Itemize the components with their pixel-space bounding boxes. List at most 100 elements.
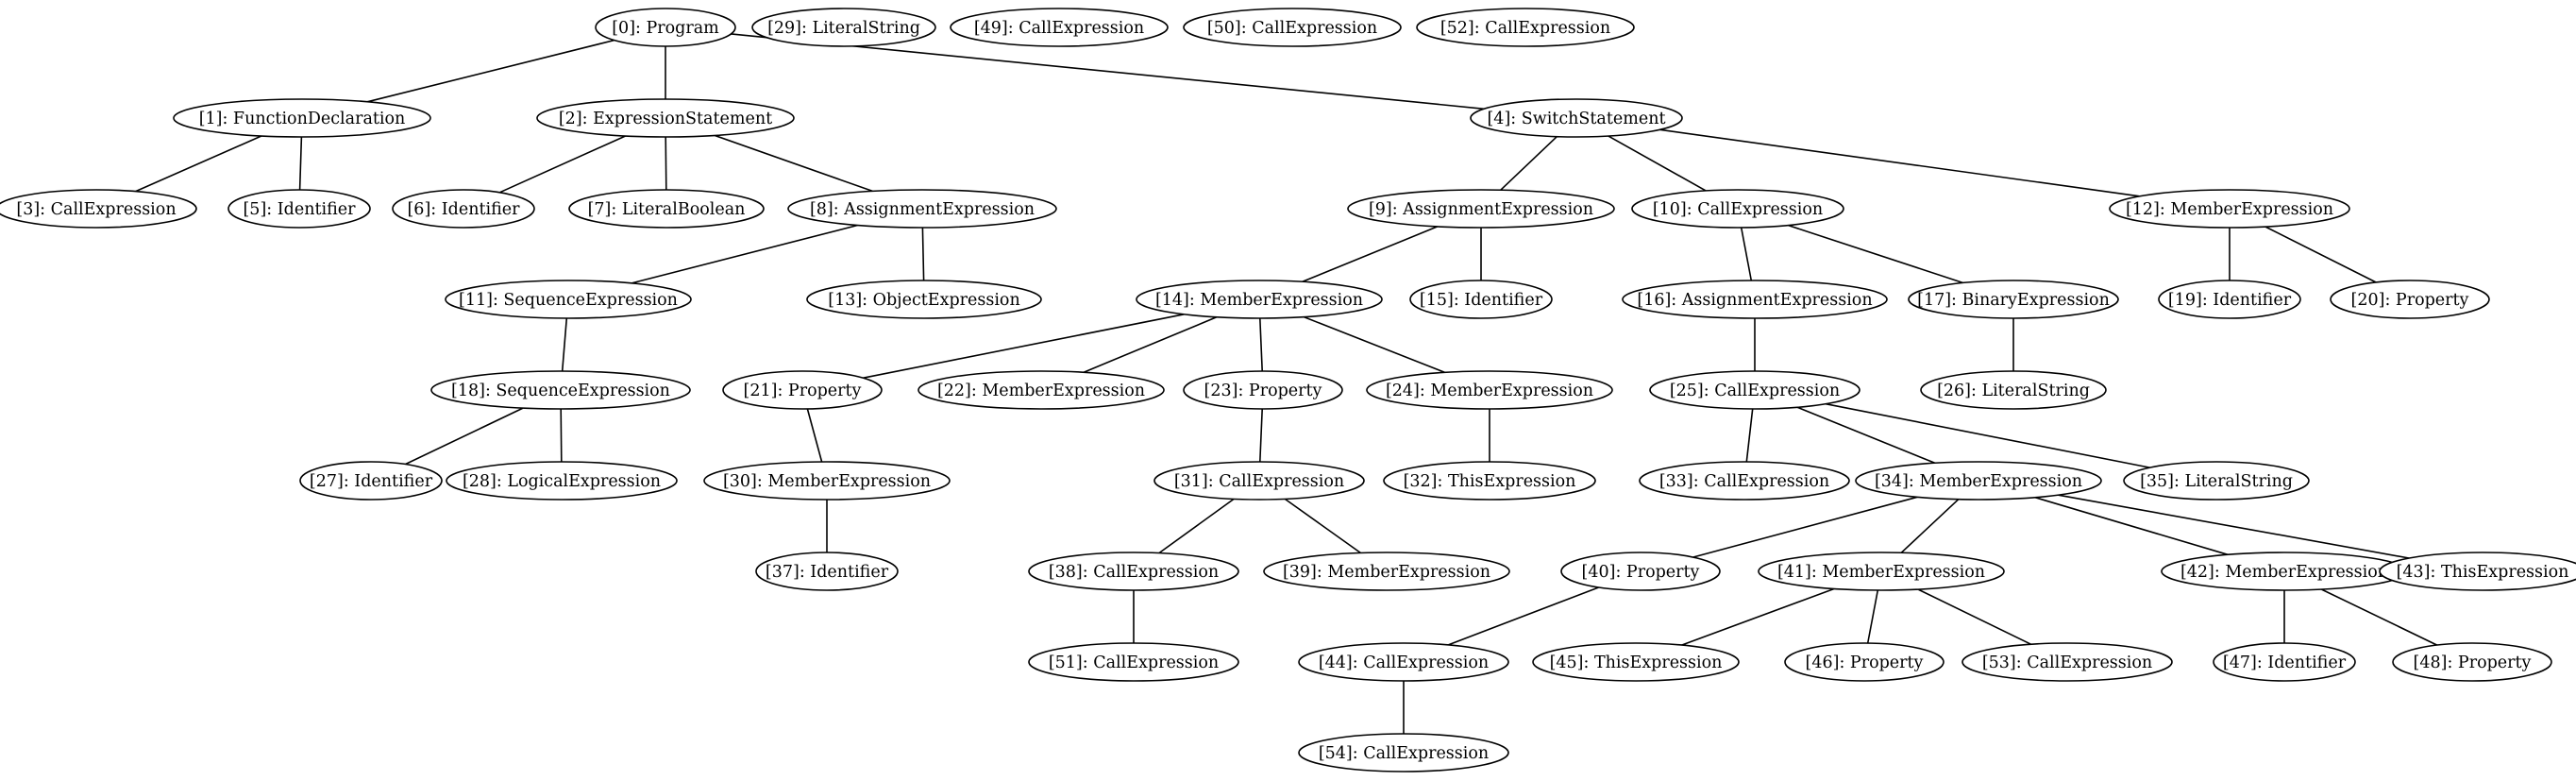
edge-1-5 bbox=[298, 136, 303, 191]
node-label: [43]: ThisExpression bbox=[2397, 563, 2569, 582]
node-label: [29]: LiteralString bbox=[767, 19, 920, 38]
node-label: [37]: Identifier bbox=[766, 563, 889, 582]
node-label: [12]: MemberExpression bbox=[2126, 200, 2333, 219]
node-ellipse bbox=[918, 370, 1165, 410]
node-label: [54]: CallExpression bbox=[1319, 744, 1489, 763]
node-ellipse bbox=[1416, 8, 1635, 47]
node-ellipse bbox=[1961, 642, 2173, 682]
node-ellipse bbox=[1347, 189, 1615, 229]
node-label: [1]: FunctionDeclaration bbox=[199, 110, 406, 128]
node-ellipse bbox=[536, 98, 795, 138]
node-20: [20]: Property bbox=[2330, 280, 2490, 319]
node-label: [41]: MemberExpression bbox=[1777, 563, 1985, 582]
node-ellipse bbox=[1366, 370, 1613, 410]
node-ellipse bbox=[2379, 552, 2576, 591]
node-29: [29]: LiteralString bbox=[751, 8, 936, 47]
node-label: [11]: SequenceExpression bbox=[459, 291, 678, 310]
edge-14-21 bbox=[863, 314, 1185, 379]
node-52: [52]: CallExpression bbox=[1416, 8, 1635, 47]
node-33: [33]: CallExpression bbox=[1639, 461, 1850, 501]
node-label: [30]: MemberExpression bbox=[723, 472, 931, 491]
node-ellipse bbox=[2330, 280, 2490, 319]
node-label: [42]: MemberExpression bbox=[2180, 563, 2388, 582]
node-ellipse bbox=[227, 189, 371, 229]
node-6: [6]: Identifier bbox=[392, 189, 535, 229]
node-ellipse bbox=[950, 8, 1169, 47]
node-ellipse bbox=[173, 98, 431, 138]
node-ellipse bbox=[1028, 552, 1239, 591]
node-label: [5]: Identifier bbox=[243, 200, 356, 219]
edge-25-33 bbox=[1745, 408, 1754, 463]
node-2: [2]: ExpressionStatement bbox=[536, 98, 795, 138]
node-label: [46]: Property bbox=[1806, 654, 1924, 672]
edge-4-12 bbox=[1659, 128, 2140, 197]
node-12: [12]: MemberExpression bbox=[2109, 189, 2350, 229]
edge-14-23 bbox=[1259, 317, 1263, 372]
node-label: [45]: ThisExpression bbox=[1550, 654, 1723, 672]
edge-2-6 bbox=[498, 135, 626, 194]
node-0: [0]: Program bbox=[595, 8, 736, 47]
edge-41-53 bbox=[1917, 588, 2031, 645]
node-10: [10]: CallExpression bbox=[1631, 189, 1844, 229]
node-label: [27]: Identifier bbox=[310, 472, 433, 491]
node-ellipse bbox=[446, 461, 678, 501]
node-ellipse bbox=[2158, 280, 2301, 319]
node-label: [6]: Identifier bbox=[407, 200, 520, 219]
node-label: [34]: MemberExpression bbox=[1875, 472, 2082, 491]
node-43: [43]: ThisExpression bbox=[2379, 552, 2576, 591]
edge-14-24 bbox=[1304, 315, 1445, 374]
node-label: [23]: Property bbox=[1204, 382, 1322, 400]
node-ellipse bbox=[1136, 280, 1383, 319]
node-ellipse bbox=[1409, 280, 1553, 319]
node-37: [37]: Identifier bbox=[755, 552, 899, 591]
node-label: [25]: CallExpression bbox=[1670, 382, 1840, 400]
node-13: [13]: ObjectExpression bbox=[806, 280, 1042, 319]
node-label: [47]: Identifier bbox=[2223, 654, 2347, 672]
node-label: [49]: CallExpression bbox=[974, 19, 1144, 38]
node-label: [32]: ThisExpression bbox=[1404, 472, 1576, 491]
node-50: [50]: CallExpression bbox=[1183, 8, 1402, 47]
node-ellipse bbox=[755, 552, 899, 591]
node-ellipse bbox=[787, 189, 1057, 229]
node-ellipse bbox=[1631, 189, 1844, 229]
node-label: [17]: BinaryExpression bbox=[1917, 291, 2110, 310]
node-ellipse bbox=[1784, 642, 1945, 682]
node-label: [2]: ExpressionStatement bbox=[559, 110, 772, 128]
node-label: [13]: ObjectExpression bbox=[828, 291, 1019, 310]
node-label: [26]: LiteralString bbox=[1937, 382, 2090, 400]
edge-4-9 bbox=[1500, 136, 1557, 191]
node-label: [19]: Identifier bbox=[2168, 291, 2292, 310]
node-ellipse bbox=[1649, 370, 1860, 410]
edge-9-14 bbox=[1302, 226, 1439, 283]
node-45: [45]: ThisExpression bbox=[1532, 642, 1740, 682]
node-53: [53]: CallExpression bbox=[1961, 642, 2173, 682]
node-26: [26]: LiteralString bbox=[1920, 370, 2107, 410]
node-35: [35]: LiteralString bbox=[2123, 461, 2310, 501]
edge-34-43 bbox=[2058, 494, 2410, 559]
edge-21-30 bbox=[806, 408, 823, 463]
node-11: [11]: SequenceExpression bbox=[445, 280, 692, 319]
node-ellipse bbox=[1855, 461, 2102, 501]
node-label: [18]: SequenceExpression bbox=[451, 382, 670, 400]
node-5: [5]: Identifier bbox=[227, 189, 371, 229]
node-51: [51]: CallExpression bbox=[1028, 642, 1239, 682]
node-19: [19]: Identifier bbox=[2158, 280, 2301, 319]
node-ellipse bbox=[1263, 552, 1510, 591]
node-ellipse bbox=[392, 189, 535, 229]
node-label: [38]: CallExpression bbox=[1049, 563, 1219, 582]
node-label: [21]: Property bbox=[744, 382, 862, 400]
node-ellipse bbox=[595, 8, 736, 47]
node-ellipse bbox=[568, 189, 765, 229]
node-label: [20]: Property bbox=[2351, 291, 2469, 310]
node-54: [54]: CallExpression bbox=[1298, 733, 1509, 773]
edge-10-16 bbox=[1740, 227, 1753, 281]
edge-18-27 bbox=[405, 407, 524, 466]
node-ellipse bbox=[1153, 461, 1365, 501]
node-41: [41]: MemberExpression bbox=[1758, 552, 2005, 591]
node-label: [7]: LiteralBoolean bbox=[588, 200, 746, 219]
edge-40-44 bbox=[1448, 586, 1599, 646]
edge-41-45 bbox=[1681, 587, 1835, 646]
node-49: [49]: CallExpression bbox=[950, 8, 1169, 47]
node-label: [24]: MemberExpression bbox=[1386, 382, 1593, 400]
edge-2-8 bbox=[715, 134, 873, 193]
